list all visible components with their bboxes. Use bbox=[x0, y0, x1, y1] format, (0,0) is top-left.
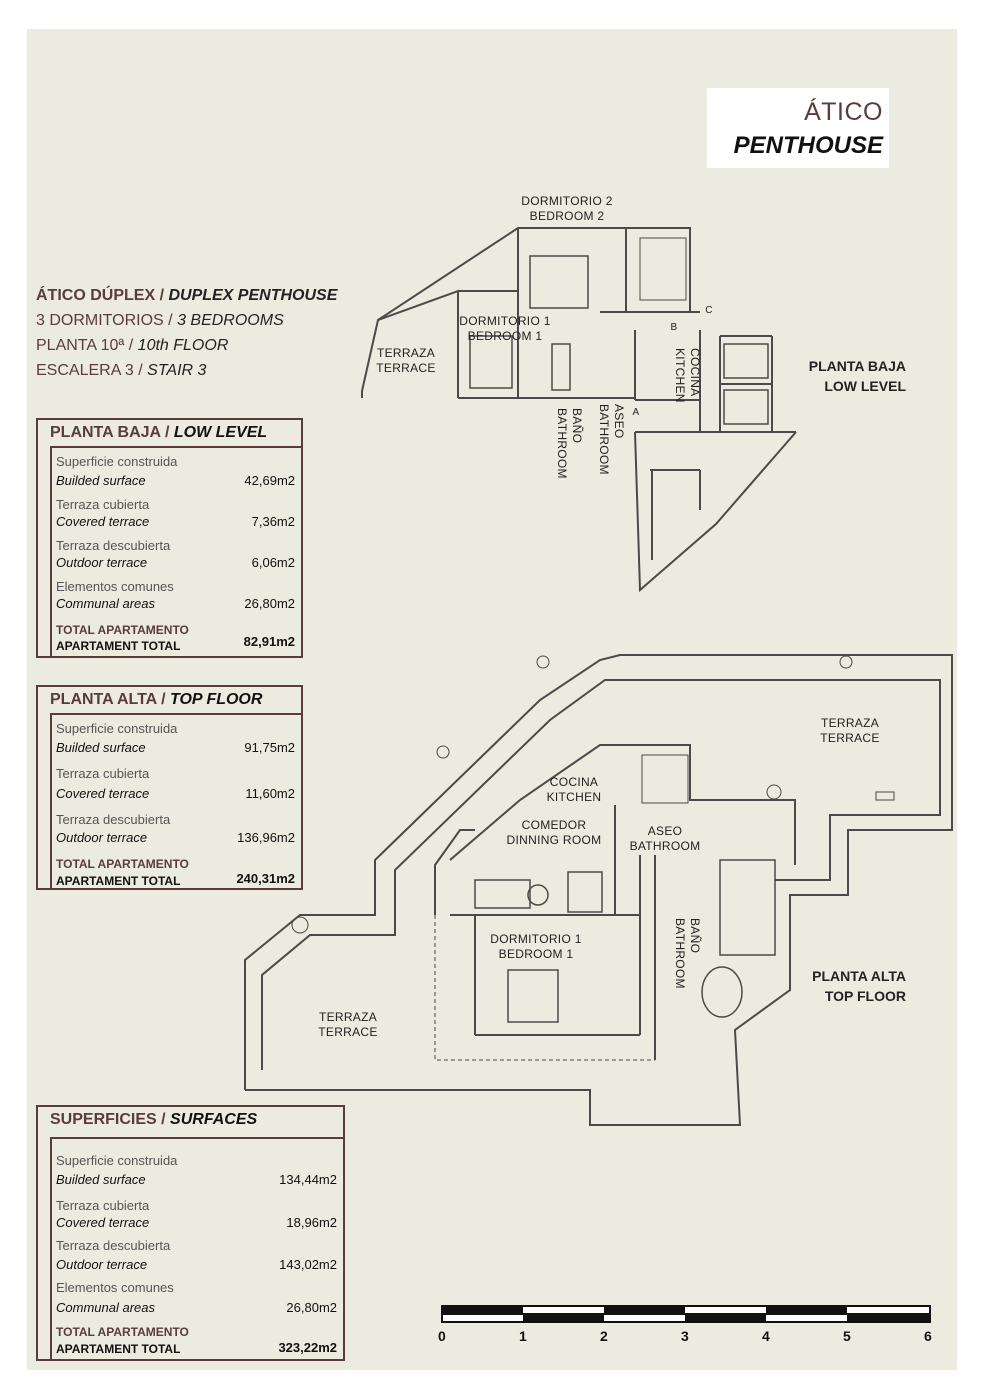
scale-tick-1: 1 bbox=[519, 1328, 527, 1344]
scale-tick-0: 0 bbox=[438, 1328, 446, 1344]
section-marker-a: A bbox=[632, 407, 640, 418]
info-bedrooms: 3 DORMITORIOS / 3 BEDROOMS bbox=[36, 312, 284, 329]
low-level-plan bbox=[361, 227, 797, 593]
scale-tick-6: 6 bbox=[924, 1328, 932, 1344]
low-level-table-title: PLANTA BAJA / LOW LEVEL bbox=[50, 424, 268, 441]
scale-tick-2: 2 bbox=[600, 1328, 608, 1344]
title-es: ÁTICO bbox=[804, 98, 883, 126]
surfaces-table: SUPERFICIES / SURFACES Superficie constr… bbox=[36, 1105, 345, 1361]
scale-bar bbox=[441, 1305, 931, 1323]
top-floor-table-title: PLANTA ALTA / TOP FLOOR bbox=[50, 691, 263, 708]
title-en: PENTHOUSE bbox=[733, 132, 883, 159]
top-floor-table: PLANTA ALTA / TOP FLOOR Superficie const… bbox=[36, 685, 303, 890]
section-marker-b: B bbox=[670, 322, 678, 333]
info-floor: PLANTA 10ª / 10th FLOOR bbox=[36, 337, 229, 354]
apartment-info: ÁTICO DÚPLEX / DUPLEX PENTHOUSE 3 DORMIT… bbox=[36, 283, 337, 383]
surfaces-table-title: SUPERFICIES / SURFACES bbox=[50, 1111, 258, 1128]
scale-tick-5: 5 bbox=[843, 1328, 851, 1344]
info-stair: ESCALERA 3 / STAIR 3 bbox=[36, 362, 207, 379]
info-type: ÁTICO DÚPLEX / DUPLEX PENTHOUSE bbox=[36, 287, 338, 304]
scale-tick-3: 3 bbox=[681, 1328, 689, 1344]
low-level-table: PLANTA BAJA / LOW LEVEL Superficie const… bbox=[36, 418, 303, 658]
section-marker-c: C bbox=[705, 305, 713, 316]
top-floor-plan bbox=[244, 654, 953, 1126]
title-box: ÁTICO PENTHOUSE bbox=[707, 88, 889, 168]
scale-tick-4: 4 bbox=[762, 1328, 770, 1344]
